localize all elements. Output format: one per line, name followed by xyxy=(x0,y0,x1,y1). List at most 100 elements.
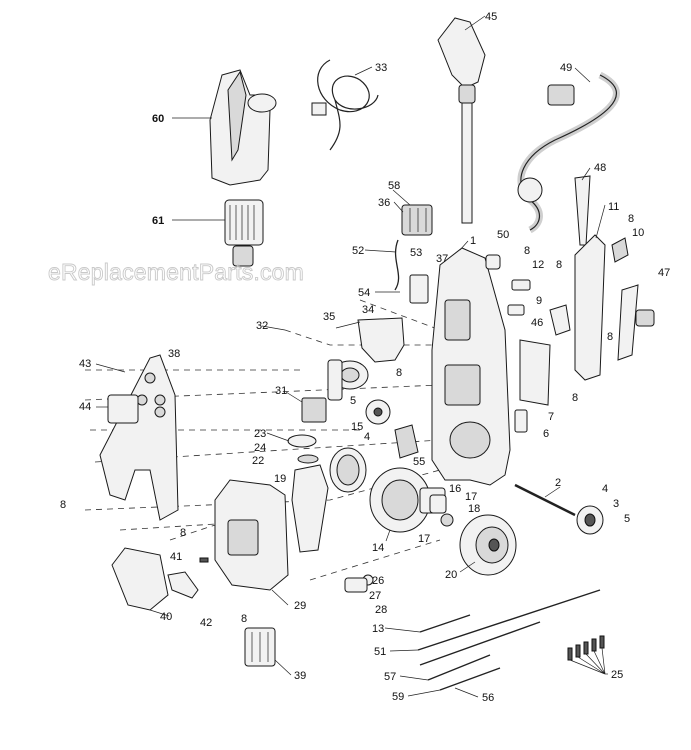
gasket-part-24 xyxy=(297,454,319,464)
wire-part-52 xyxy=(394,239,400,291)
callout-59: 59 xyxy=(392,691,404,703)
cover-part-7 xyxy=(519,339,551,406)
callout-57: 57 xyxy=(384,671,396,683)
callout-3: 3 xyxy=(613,498,619,510)
dirt-cup-part-60 xyxy=(209,69,277,186)
callout-4-b: 4 xyxy=(602,483,608,495)
callout-35: 35 xyxy=(323,311,335,323)
part-12 xyxy=(511,279,531,291)
callout-2: 2 xyxy=(555,477,561,489)
callout-33: 33 xyxy=(375,62,387,74)
bracket-part-11 xyxy=(574,234,606,381)
callout-39: 39 xyxy=(294,670,306,682)
callout-5-b: 5 xyxy=(624,513,630,525)
callout-48: 48 xyxy=(594,162,606,174)
callout-32: 32 xyxy=(256,320,268,332)
filter-pad-part-39 xyxy=(244,627,276,667)
part-17 xyxy=(440,513,454,527)
callout-12: 12 xyxy=(532,259,544,271)
callout-1: 1 xyxy=(470,235,476,247)
callout-24: 24 xyxy=(254,442,266,454)
callout-34: 34 xyxy=(362,304,374,316)
part-50 xyxy=(485,254,501,270)
callout-55: 55 xyxy=(413,456,425,468)
tray-part-35 xyxy=(357,317,405,363)
watermark-text: eReplacementParts.com xyxy=(48,259,304,285)
housing-part-19 xyxy=(291,464,329,553)
ring-inner-part-15 xyxy=(336,454,360,486)
screw-part-41 xyxy=(199,557,209,563)
part-10 xyxy=(611,237,629,263)
axle-part-2 xyxy=(514,483,576,517)
callout-8-d: 8 xyxy=(607,331,613,343)
gasket-part-23 xyxy=(287,434,317,448)
callout-17-a: 17 xyxy=(465,491,477,503)
small-wheel-part-3 xyxy=(576,505,604,535)
callout-11: 11 xyxy=(608,201,619,213)
callout-31: 31 xyxy=(275,385,287,397)
callout-47: 47 xyxy=(658,267,670,279)
callout-13: 13 xyxy=(372,623,384,635)
part-6 xyxy=(514,409,528,433)
bumper-part-40 xyxy=(111,547,169,611)
part-55 xyxy=(394,424,419,459)
wand-part-45 xyxy=(437,17,486,224)
callout-49: 49 xyxy=(560,62,572,74)
callout-54: 54 xyxy=(358,287,370,299)
callout-15: 15 xyxy=(351,421,363,433)
callout-36: 36 xyxy=(378,197,390,209)
callout-50: 50 xyxy=(497,229,509,241)
part-28 xyxy=(344,577,368,593)
callout-29: 29 xyxy=(294,600,306,612)
power-cord-part-33 xyxy=(311,59,379,151)
part-16 xyxy=(429,494,447,514)
callout-40: 40 xyxy=(160,611,172,623)
pedal-part-42 xyxy=(167,571,199,599)
callout-7: 7 xyxy=(548,411,554,423)
clip-part-37 xyxy=(409,274,429,304)
part-9 xyxy=(507,304,525,316)
callout-9: 9 xyxy=(536,295,542,307)
cyclone-assembly-part-32 xyxy=(327,359,369,401)
callout-17-b: 17 xyxy=(418,533,430,545)
plate-part-31 xyxy=(301,397,327,423)
callout-56: 56 xyxy=(482,692,494,704)
callout-23: 23 xyxy=(254,428,266,440)
callout-26: 26 xyxy=(372,575,384,587)
bracket-part-58-36 xyxy=(401,204,433,236)
callout-5-a: 5 xyxy=(350,395,356,407)
front-cover-part-38 xyxy=(99,354,179,521)
callout-8-a: 8 xyxy=(628,213,634,225)
screws-part-25 xyxy=(567,635,606,675)
callout-37: 37 xyxy=(436,253,448,265)
callout-53: 53 xyxy=(410,247,422,259)
callout-6: 6 xyxy=(543,428,549,440)
callout-8-e: 8 xyxy=(396,367,402,379)
callout-41: 41 xyxy=(170,551,182,563)
callout-44: 44 xyxy=(79,401,91,413)
main-body-part-1 xyxy=(431,247,511,486)
callout-8-f: 8 xyxy=(572,392,578,404)
fan-hub-part-4 xyxy=(373,407,383,417)
callout-46: 46 xyxy=(531,317,543,329)
filter-part-61 xyxy=(224,199,264,267)
callout-8-b: 8 xyxy=(524,245,530,257)
callout-20: 20 xyxy=(445,569,457,581)
callout-61: 61 xyxy=(152,215,164,227)
callout-51: 51 xyxy=(374,646,386,658)
base-housing-part-29 xyxy=(214,479,289,591)
hose-part-49 xyxy=(517,71,620,234)
callout-42: 42 xyxy=(200,617,212,629)
callout-labels: 45 33 49 60 61 48 58 36 1 50 11 8 10 52 … xyxy=(60,11,670,704)
callout-45: 45 xyxy=(485,11,497,23)
callout-18: 18 xyxy=(468,503,480,515)
callout-10: 10 xyxy=(632,227,644,239)
part-46 xyxy=(549,304,571,336)
callout-8-i: 8 xyxy=(241,613,247,625)
callout-4-a: 4 xyxy=(364,431,370,443)
callout-14: 14 xyxy=(372,542,384,554)
leader-lines xyxy=(95,15,608,698)
attachment-part-48 xyxy=(574,175,591,246)
wheel-part-20 xyxy=(459,514,517,576)
